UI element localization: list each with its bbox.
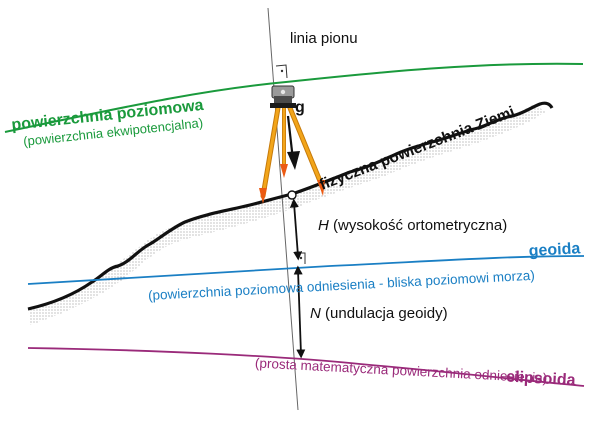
terrain-line (27, 101, 554, 311)
n-label: N (undulacja geoidy) (310, 305, 448, 322)
gravity-arrow-head (287, 151, 300, 170)
ground-point (287, 190, 297, 200)
h-arrow (289, 198, 303, 261)
ellipsoid-label: elipsoida (506, 369, 576, 390)
ellipsoid-curve (27, 347, 585, 387)
gravity-label: g (295, 99, 305, 116)
right-angle-top (275, 64, 288, 79)
earth-surface-label: fizyczna powierzchnia Ziemi (317, 103, 517, 193)
tripod-instrument (259, 85, 325, 204)
ellipsoid-sublabel: (prosta matematyczna powierzchnia odnies… (255, 355, 548, 385)
plumb-line-label: linia pionu (290, 30, 358, 47)
h-label: H (wysokość ortometryczna) (318, 217, 507, 234)
geoid-label: geoida (528, 240, 580, 260)
level-surface-curve (4, 62, 584, 133)
terrain-hatching (28, 104, 545, 325)
right-angle-dot-geoid (299, 256, 303, 260)
n-arrow (293, 265, 306, 359)
geoid-curve (27, 255, 585, 285)
right-angle-dot-top (280, 69, 284, 73)
